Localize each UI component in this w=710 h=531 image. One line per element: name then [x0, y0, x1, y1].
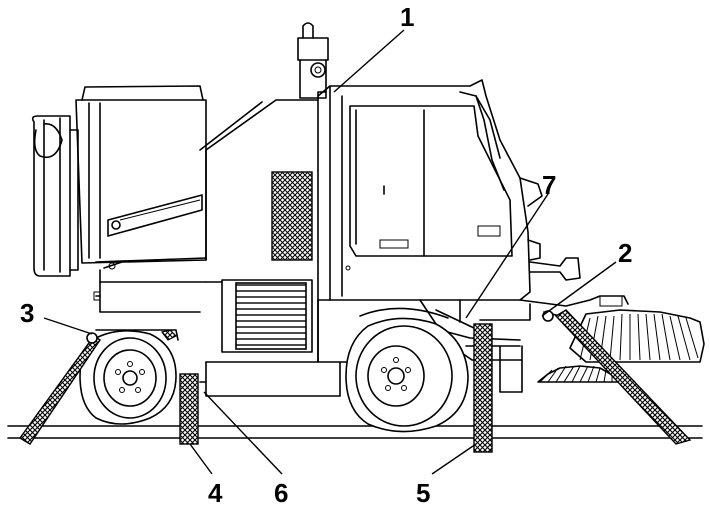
- callout-7: 7: [542, 170, 556, 200]
- front-wheel: [345, 307, 469, 433]
- leader-lines: [43, 29, 617, 475]
- cab: [317, 79, 581, 301]
- chassis: [199, 299, 531, 397]
- louver-panel: [235, 282, 307, 350]
- engine-housing: [93, 91, 327, 363]
- tie-down-straps: [18, 309, 692, 453]
- hopper: [75, 85, 207, 283]
- ground-lines: [7, 425, 703, 439]
- callout-3: 3: [20, 298, 34, 328]
- callout-6: 6: [274, 478, 288, 508]
- callout-1: 1: [400, 2, 414, 32]
- callout-4: 4: [208, 478, 223, 508]
- callout-5: 5: [416, 478, 430, 508]
- rear-wheel: [79, 329, 179, 425]
- exhaust-stack: [297, 22, 329, 99]
- callout-2: 2: [618, 238, 632, 268]
- vent-grille: [271, 171, 313, 261]
- rear-hose: [31, 115, 79, 277]
